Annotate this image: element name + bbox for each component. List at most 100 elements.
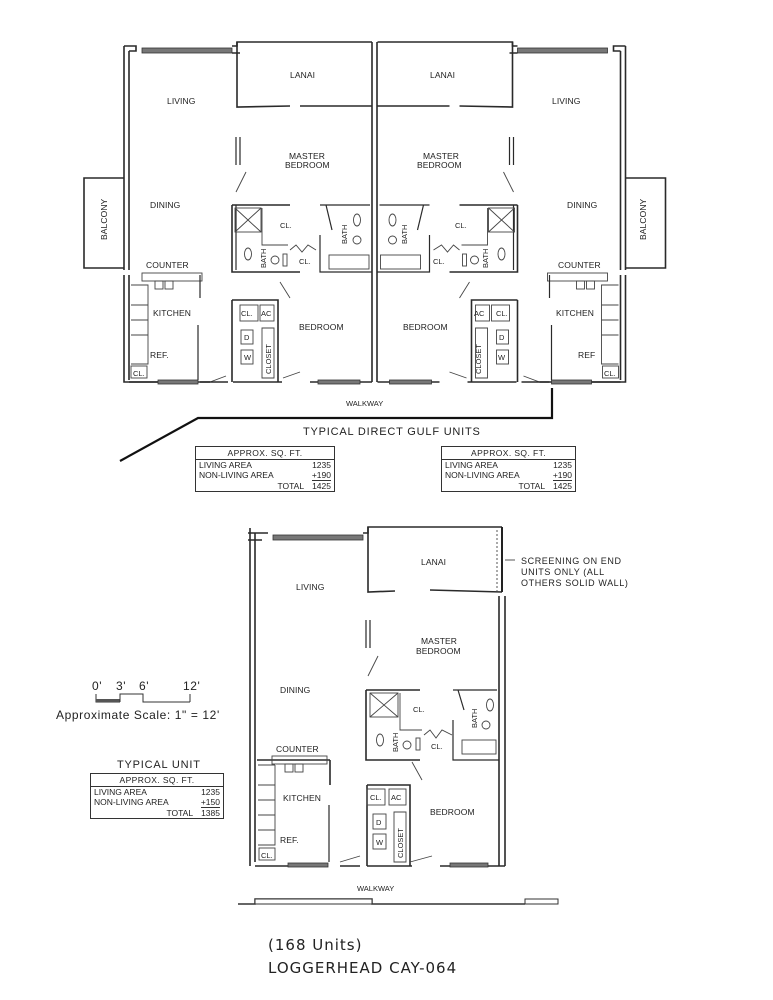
nonliving-area-value: +150 [200,797,220,808]
room-washer: W [498,353,506,362]
room-bedroom: BEDROOM [299,322,344,332]
scale-tick-6: 6' [139,679,149,693]
top-plan-heading: TYPICAL DIRECT GULF UNITS [303,426,481,438]
window [141,47,233,54]
room-bedroom: BEDROOM [403,322,448,332]
room-dryer: D [244,333,250,342]
room-master-bedroom-2: BEDROOM [285,160,330,170]
room-cl-kitchen: CL. [261,851,273,860]
screening-note-line-1: SCREENING ON END [521,556,622,566]
room-cl-3: CL. [496,309,508,318]
total-value: 1425 [553,481,572,491]
shower [234,207,262,233]
room-cl-1: CL. [280,221,292,230]
room-lanai: LANAI [430,70,455,80]
room-cl-2: CL. [433,257,445,266]
sqft-header: APPROX. SQ. FT. [91,774,223,787]
room-living: LIVING [552,96,580,106]
sqft-header: APPROX. SQ. FT. [196,447,334,460]
total-label: TOTAL [166,808,194,818]
sink-icon [270,255,280,265]
room-ac: AC [261,309,272,318]
room-cl-kitchen: CL. [604,369,616,378]
sqft-table-top-left: APPROX. SQ. FT. LIVING AREA 1235 NON-LIVI… [195,446,335,492]
room-counter: COUNTER [146,260,189,270]
bottom-unit-labels: LIVING LANAI MASTER BEDROOM DINING COUNT… [261,556,628,893]
room-kitchen: KITCHEN [153,308,191,318]
living-area-label: LIVING AREA [199,460,252,470]
room-bath-2: BATH [340,225,349,244]
room-lanai: LANAI [290,70,315,80]
room-cl-2: CL. [299,257,311,266]
room-balcony: BALCONY [99,198,109,240]
sqft-header: APPROX. SQ. FT. [442,447,575,460]
room-closet: CLOSET [264,344,273,374]
scale-tick-12: 12' [183,679,200,693]
room-master-bedroom-1: MASTER [289,151,325,161]
scale-bar: 0' 3' 6' 12' Approximate Scale: 1" = 12' [56,679,219,722]
total-label: TOTAL [518,481,546,491]
room-washer: W [244,353,252,362]
room-bath-2: BATH [400,225,409,244]
top-left-labels: LIVING LANAI MASTER BEDROOM DINING BALCO… [99,70,349,378]
nonliving-area-value: +190 [552,470,572,481]
scale-tick-0: 0' [92,679,102,693]
bottom-unit [238,526,559,905]
nonliving-area-label: NON-LIVING AREA [445,470,520,480]
total-value: 1385 [201,808,220,818]
walkway-label-top: WALKWAY [346,399,383,408]
living-area-value: 1235 [553,460,572,470]
room-lanai: LANAI [421,557,446,567]
room-dryer: D [376,818,382,827]
total-value: 1425 [312,481,331,491]
room-dining: DINING [280,685,310,695]
room-closet: CLOSET [474,344,483,374]
room-ref: REF. [150,350,169,360]
walkway-label-bottom: WALKWAY [357,884,394,893]
room-living: LIVING [296,582,324,592]
room-cl-1: CL. [413,705,425,714]
room-cl-1: CL. [455,221,467,230]
room-washer: W [376,838,384,847]
typical-unit-heading: TYPICAL UNIT [117,759,201,771]
total-label: TOTAL [277,481,305,491]
room-kitchen: KITCHEN [283,793,321,803]
living-area-value: 1235 [201,787,220,797]
room-master-bedroom-2: BEDROOM [416,646,461,656]
room-ac: AC [391,793,402,802]
top-right-unit [377,41,667,385]
room-cl-3: CL. [241,309,253,318]
room-dryer: D [499,333,505,342]
living-area-label: LIVING AREA [445,460,498,470]
sqft-table-typical-unit: APPROX. SQ. FT. LIVING AREA 1235 NON-LIVI… [90,773,224,819]
living-area-label: LIVING AREA [94,787,147,797]
room-counter: COUNTER [276,744,319,754]
tub [328,254,370,270]
room-dining: DINING [150,200,180,210]
room-living: LIVING [167,96,195,106]
screening-note-line-3: OTHERS SOLID WALL) [521,578,628,588]
room-master-bedroom-1: MASTER [421,636,457,646]
room-balcony: BALCONY [638,198,648,240]
screening-note-line-2: UNITS ONLY (ALL [521,567,605,577]
room-cl-kitchen: CL. [133,369,145,378]
room-bath-1: BATH [481,249,490,268]
room-bedroom: BEDROOM [430,807,475,817]
sqft-table-top-right: APPROX. SQ. FT. LIVING AREA 1235 NON-LIVI… [441,446,576,492]
nonliving-area-label: NON-LIVING AREA [94,797,169,807]
nonliving-area-label: NON-LIVING AREA [199,470,274,480]
project-title: LOGGERHEAD CAY-064 [268,959,457,977]
room-dining: DINING [567,200,597,210]
unit-count: (168 Units) [268,936,362,954]
top-right-labels: LIVING LANAI MASTER BEDROOM DINING BALCO… [400,70,648,378]
room-master-bedroom-1: MASTER [423,151,459,161]
room-master-bedroom-2: BEDROOM [417,160,462,170]
room-kitchen: KITCHEN [556,308,594,318]
living-area-value: 1235 [312,460,331,470]
room-cl-2: CL. [431,742,443,751]
walkway-leader-line [119,388,554,462]
room-bath-2: BATH [470,709,479,728]
room-ac: AC [474,309,485,318]
room-cl-3: CL. [370,793,382,802]
